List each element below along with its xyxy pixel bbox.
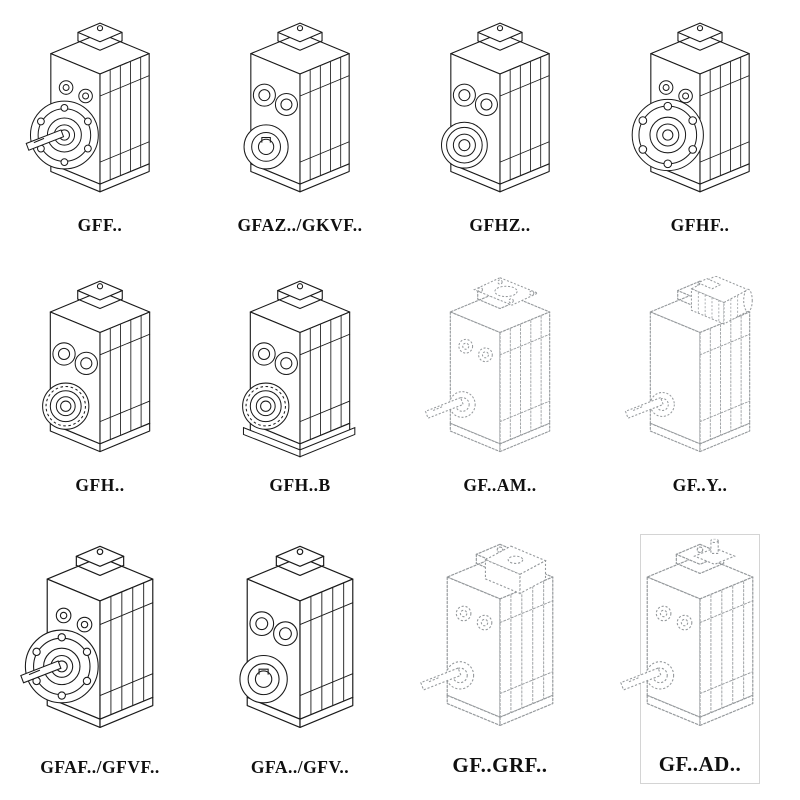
catalog-item-gf-am: GF..AM..	[440, 274, 560, 502]
model-label: GFAF../GFVF..	[40, 757, 160, 777]
gearbox-drawing-gfaf-gfvf	[9, 536, 191, 755]
model-label: GF..Y..	[672, 475, 728, 495]
catalog-item-gfhz: GFHZ..	[440, 16, 560, 242]
model-label: GFH..	[75, 475, 125, 495]
model-label: GF..AM..	[463, 475, 537, 495]
gearbox-drawing-gfhf	[609, 18, 791, 213]
model-label: GF..GRF..	[452, 753, 548, 777]
catalog-item-gfh: GFH..	[40, 274, 160, 502]
catalog-item-gfaf-gfvf: GFAF../GFVF..	[40, 534, 160, 784]
gearbox-drawing-gff	[9, 18, 191, 213]
catalog-item-gf-grf: GF..GRF..	[440, 534, 560, 784]
catalog-item-gfhf: GFHF..	[640, 16, 760, 242]
gearbox-drawing-gfaz-gkvf	[209, 18, 391, 213]
gearbox-drawing-gfa-gfv	[209, 536, 391, 755]
model-label: GFA../GFV..	[250, 757, 350, 777]
model-label: GF..AD..	[658, 752, 742, 776]
model-label: GFHF..	[670, 215, 730, 235]
gearbox-drawing-gfhz	[409, 18, 591, 213]
gearbox-drawing-gfh-b	[209, 276, 391, 473]
model-label: GFH..B	[269, 475, 331, 495]
gearbox-drawing-gf-y	[609, 276, 791, 473]
catalog-item-gfaz-gkvf: GFAZ../GKVF..	[237, 16, 363, 242]
catalog-item-gfh-b: GFH..B	[240, 274, 360, 502]
gearbox-drawing-gf-ad	[609, 537, 791, 750]
model-label: GFHZ..	[469, 215, 531, 235]
catalog-item-gf-y: GF..Y..	[640, 274, 760, 502]
catalog-item-gf-ad: GF..AD..	[640, 534, 760, 784]
catalog-item-gfa-gfv: GFA../GFV..	[240, 534, 360, 784]
model-label: GFAZ../GKVF..	[237, 215, 363, 235]
gearbox-drawing-gf-am	[409, 276, 591, 473]
gearbox-drawing-gfh	[9, 276, 191, 473]
catalog-item-gff: GFF..	[40, 16, 160, 242]
model-label: GFF..	[77, 215, 123, 235]
gearbox-drawing-gf-grf	[409, 536, 591, 751]
